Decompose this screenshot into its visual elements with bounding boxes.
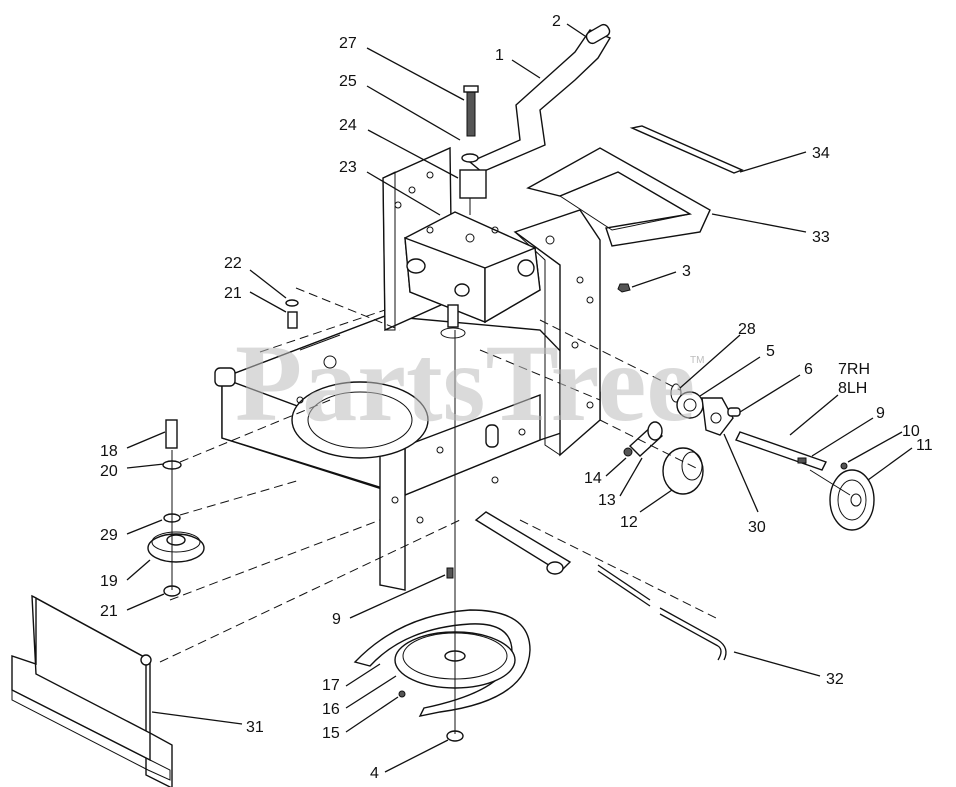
assembly-lines [159, 287, 851, 734]
bolt-18 [165, 419, 178, 449]
callout-9-lower: 9 [332, 611, 341, 628]
drive-belt-17 [353, 609, 531, 717]
callout-26: 25 [339, 73, 357, 90]
callout-3: 3 [682, 263, 691, 280]
cap-12 [662, 447, 704, 495]
shift-lever [468, 23, 612, 173]
key-9-lower [446, 567, 454, 579]
callout-31: 31 [246, 719, 264, 736]
callout-9-right: 9 [876, 405, 885, 422]
rod-32 [474, 511, 727, 661]
nut-3 [617, 283, 631, 293]
callout-16: 16 [322, 701, 340, 718]
callout-2: 2 [552, 13, 561, 30]
callout-7rh: 7RH [838, 361, 870, 378]
bolt-22 [287, 311, 298, 329]
axle-shaft-assembly [670, 383, 875, 531]
leader-lines [126, 23, 913, 773]
callout-24: 23 [339, 159, 357, 176]
watermark-trademark: TM [690, 355, 704, 366]
callout-27: 27 [339, 35, 357, 52]
callout-23: 22 [224, 255, 242, 272]
bolt-27 [463, 85, 479, 137]
callout-12: 12 [620, 514, 638, 531]
callout-25: 24 [339, 117, 357, 134]
callout-29: 29 [100, 527, 118, 544]
callout-17: 17 [322, 677, 340, 694]
callout-22: 21 [224, 285, 242, 302]
callout-1: 1 [495, 47, 504, 64]
callout-11: 11 [916, 437, 933, 454]
bracket-33 [526, 147, 711, 247]
washer-23 [285, 299, 299, 307]
gearbox-housing [404, 211, 541, 339]
ring-28 [670, 383, 682, 403]
key-15 [398, 690, 406, 698]
callout-20: 20 [100, 463, 118, 480]
callout-13: 13 [598, 492, 616, 509]
washer-26 [461, 153, 479, 163]
setscrew-10 [840, 462, 848, 470]
callout-5: 5 [766, 343, 775, 360]
callout-4: 4 [370, 765, 379, 782]
callout-labels: 27 25 24 23 1 2 34 33 3 22 21 28 5 6 7RH… [100, 13, 933, 782]
callout-14: 14 [584, 470, 602, 487]
shaft-7-8 [735, 431, 827, 471]
callout-18: 18 [100, 443, 118, 460]
pulley-11 [829, 469, 875, 531]
callout-6: 6 [804, 361, 813, 378]
watermark: PartsTree [235, 322, 695, 444]
idler-pulley-19 [147, 531, 205, 563]
callout-21: 21 [100, 603, 118, 620]
callout-8lh: 8LH [838, 380, 867, 397]
sleeve-13 [628, 421, 664, 457]
callout-32: 32 [826, 671, 844, 688]
key-9 [797, 457, 807, 464]
callout-28: 28 [738, 321, 756, 338]
callout-33: 33 [812, 229, 830, 246]
callout-19: 19 [100, 573, 118, 590]
flange-30 [701, 397, 734, 436]
guard-31 [11, 594, 173, 787]
callout-34: 34 [812, 145, 830, 162]
main-frame [214, 315, 601, 591]
callout-15: 15 [322, 725, 340, 742]
screw-14 [623, 447, 633, 457]
block-25 [459, 169, 487, 199]
pin-6 [727, 407, 741, 417]
callout-10: 10 [902, 423, 920, 440]
callout-30: 30 [748, 519, 766, 536]
strip-34 [629, 125, 744, 174]
